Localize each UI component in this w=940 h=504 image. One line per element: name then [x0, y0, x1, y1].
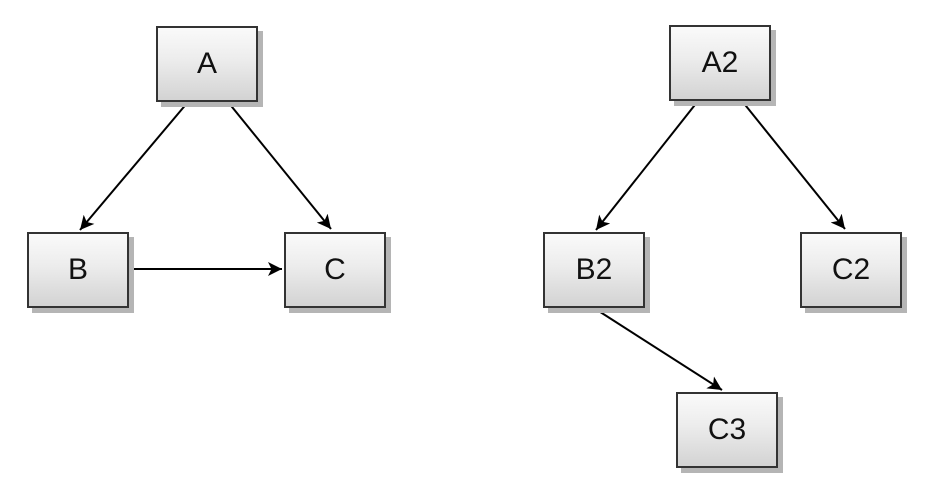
- node-b2[interactable]: B2: [543, 232, 645, 308]
- node-a[interactable]: A: [156, 26, 258, 102]
- node-b[interactable]: B: [27, 232, 129, 308]
- edge-a2-to-b2: [595, 100, 699, 231]
- edge-a2-to-c2: [741, 100, 846, 230]
- node-c3[interactable]: C3: [676, 392, 778, 468]
- node-c[interactable]: C: [284, 232, 386, 308]
- node-a2-label: A2: [701, 46, 739, 79]
- node-c2-label: C2: [831, 253, 871, 286]
- node-c2[interactable]: C2: [800, 232, 902, 308]
- node-c3-label: C3: [707, 413, 747, 446]
- edge-a-to-b: [79, 101, 189, 231]
- node-a2[interactable]: A2: [669, 25, 771, 101]
- node-b-label: B: [67, 253, 88, 286]
- edge-b2-to-c3: [593, 307, 723, 391]
- node-a-label: A: [196, 47, 217, 80]
- edge-a-to-c: [227, 101, 332, 230]
- node-c-label: C: [324, 253, 346, 286]
- node-b2-label: B2: [575, 253, 613, 286]
